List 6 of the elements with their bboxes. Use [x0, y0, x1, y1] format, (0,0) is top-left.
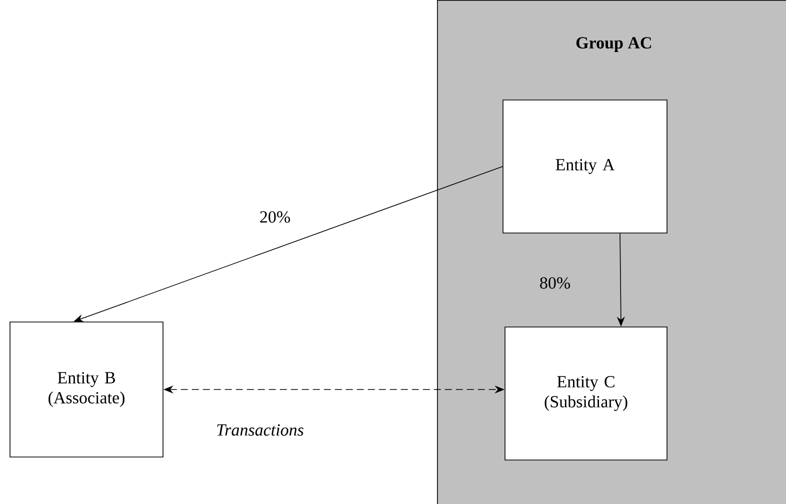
edge-label: Transactions — [215, 423, 305, 437]
edge-label: 20% — [258, 210, 292, 224]
edge-label: 80% — [538, 276, 572, 290]
entity-box: Entity B (Associate) — [10, 322, 164, 458]
entity-box: Entity A — [502, 100, 668, 234]
entity-box: Entity C (Subsidiary) — [504, 326, 668, 460]
